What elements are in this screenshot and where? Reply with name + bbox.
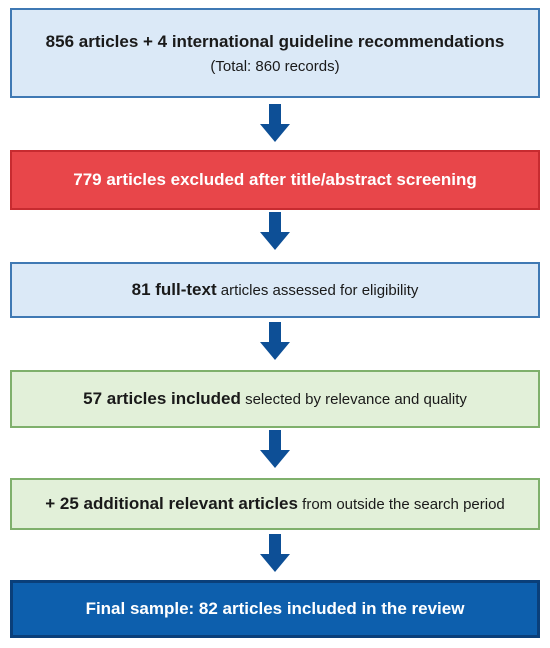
fulltext-description: articles assessed for eligibility xyxy=(216,281,419,299)
included-description: selected by relevance and quality xyxy=(240,390,467,408)
down-arrow-icon xyxy=(260,534,290,572)
additional-count: + 25 additional relevant articles xyxy=(45,493,298,513)
fulltext-text: 81 full-text articles assessed for eligi… xyxy=(132,279,419,301)
final-sample-count: Final sample: 82 articles included in th… xyxy=(85,598,465,618)
down-arrow-icon xyxy=(260,430,290,468)
additional-box: + 25 additional relevant articles from o… xyxy=(10,478,540,530)
down-arrow-icon xyxy=(260,104,290,142)
excluded-box: 779 articles excluded after title/abstra… xyxy=(10,150,540,210)
fulltext-count: 81 full-text xyxy=(131,279,217,299)
included-box: 57 articles included selected by relevan… xyxy=(10,370,540,428)
additional-description: from outside the search period xyxy=(297,495,505,513)
included-text: 57 articles included selected by relevan… xyxy=(83,388,467,410)
additional-text: + 25 additional relevant articles from o… xyxy=(45,493,505,515)
final-sample-box: Final sample: 82 articles included in th… xyxy=(10,580,540,638)
records-identified-box: 856 articles + 4 international guideline… xyxy=(10,8,540,98)
included-count: 57 articles included xyxy=(83,388,241,408)
down-arrow-icon xyxy=(260,212,290,250)
records-total: (Total: 860 records) xyxy=(210,57,340,75)
records-identified-text: 856 articles + 4 international guideline… xyxy=(46,31,505,53)
down-arrow-icon xyxy=(260,322,290,360)
excluded-count: 779 articles excluded after title/abstra… xyxy=(73,169,477,189)
excluded-text: 779 articles excluded after title/abstra… xyxy=(73,169,476,191)
final-sample-text: Final sample: 82 articles included in th… xyxy=(86,598,465,620)
records-identified-count: 856 articles + 4 international guideline… xyxy=(45,32,505,52)
fulltext-box: 81 full-text articles assessed for eligi… xyxy=(10,262,540,318)
